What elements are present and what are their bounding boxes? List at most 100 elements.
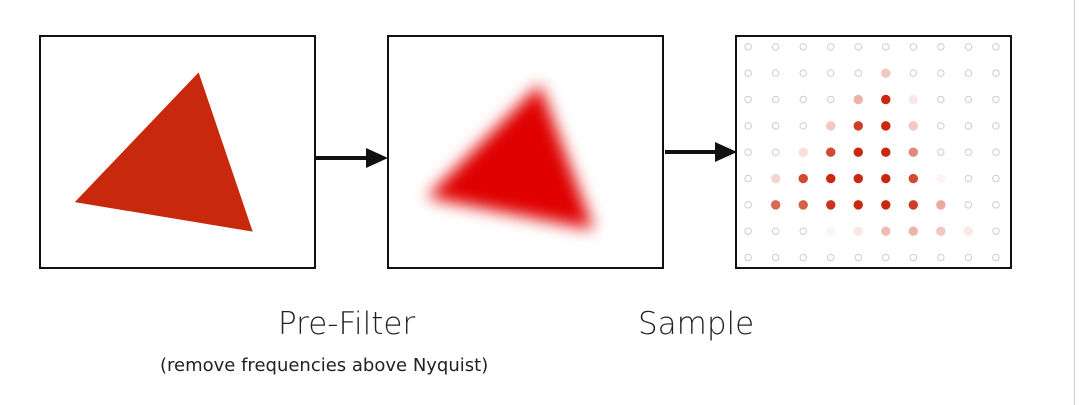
empty-sample-point — [964, 174, 973, 183]
empty-sample-point — [854, 69, 862, 77]
empty-sample-point — [992, 201, 1000, 209]
empty-sample-point — [827, 95, 835, 104]
empty-sample-point — [937, 148, 945, 156]
empty-sample-point — [744, 43, 752, 51]
empty-sample-point — [964, 148, 973, 156]
empty-sample-point — [799, 69, 807, 77]
sample-dot — [881, 173, 891, 184]
empty-sample-point — [799, 122, 807, 130]
empty-sample-point — [744, 174, 752, 183]
sample-dot — [881, 121, 891, 131]
sample-dot — [826, 173, 836, 184]
empty-sample-point — [964, 122, 973, 130]
empty-sample-point — [937, 95, 945, 104]
sampled-grid-panel — [735, 35, 1012, 269]
sample-dot — [908, 200, 919, 210]
original-triangle-figure — [74, 72, 253, 232]
empty-sample-point — [964, 95, 973, 104]
sample-dot — [826, 200, 836, 210]
empty-sample-point — [799, 43, 807, 51]
sample-dot — [826, 226, 836, 236]
sample-dot — [908, 121, 919, 131]
sample-dot — [881, 94, 891, 105]
original-triangle-panel — [39, 35, 316, 269]
empty-sample-point — [744, 227, 752, 235]
sample-dot — [936, 173, 946, 184]
sample-dot — [881, 68, 891, 78]
sample-dot — [963, 226, 974, 236]
empty-sample-point — [771, 227, 780, 235]
sample-dot — [881, 147, 891, 157]
empty-sample-point — [937, 122, 945, 130]
empty-sample-point — [827, 253, 835, 262]
sample-dot — [853, 200, 863, 210]
empty-sample-point — [771, 148, 780, 156]
red-triangle — [74, 72, 253, 232]
empty-sample-point — [854, 253, 862, 262]
empty-sample-point — [882, 43, 890, 51]
sample-dot — [908, 94, 919, 105]
empty-sample-point — [964, 253, 973, 262]
sample-dot — [798, 200, 808, 210]
sample-grid-figure — [744, 43, 1000, 262]
empty-sample-point — [771, 122, 780, 130]
empty-sample-point — [992, 227, 1000, 235]
sample-dot — [936, 226, 946, 236]
empty-sample-point — [744, 253, 752, 262]
empty-sample-point — [771, 253, 780, 262]
sample-dot — [853, 147, 863, 157]
empty-sample-point — [744, 69, 752, 77]
sample-dot — [770, 200, 781, 210]
empty-sample-point — [771, 43, 780, 51]
blurred-triangle — [426, 84, 594, 230]
empty-sample-point — [799, 253, 807, 262]
empty-sample-point — [992, 95, 1000, 104]
empty-sample-point — [937, 69, 945, 77]
sample-dot — [770, 173, 781, 184]
sample-dot — [908, 173, 919, 184]
sample-dot — [908, 147, 919, 157]
prefilter-note: (remove frequencies above Nyquist) — [160, 355, 489, 376]
empty-sample-point — [827, 69, 835, 77]
empty-sample-point — [799, 95, 807, 104]
empty-sample-point — [992, 43, 1000, 51]
empty-sample-point — [964, 43, 973, 51]
sample-dot — [798, 147, 808, 157]
sample-dot — [936, 200, 946, 210]
empty-sample-point — [744, 201, 752, 209]
empty-sample-point — [882, 253, 890, 262]
empty-sample-point — [827, 43, 835, 51]
blurred-triangle-figure — [426, 84, 594, 230]
sample-dot — [826, 147, 836, 157]
empty-sample-point — [992, 122, 1000, 130]
prefiltered-triangle-panel — [387, 35, 664, 269]
sample-dot — [798, 173, 808, 184]
sample-dot — [853, 226, 863, 236]
empty-sample-point — [937, 253, 945, 262]
empty-sample-point — [909, 43, 918, 51]
sample-dot — [908, 226, 919, 236]
empty-sample-point — [744, 148, 752, 156]
empty-sample-point — [854, 43, 862, 51]
sample-caption: Sample — [638, 306, 755, 342]
empty-sample-point — [964, 201, 973, 209]
empty-sample-point — [964, 69, 973, 77]
sample-dot — [826, 121, 836, 131]
empty-sample-point — [992, 174, 1000, 183]
page-edge-divider — [1074, 0, 1075, 405]
sample-dot — [853, 121, 863, 131]
sample-dot — [853, 94, 863, 105]
empty-sample-point — [771, 95, 780, 104]
empty-sample-point — [909, 69, 918, 77]
empty-sample-point — [744, 122, 752, 130]
sample-dot — [881, 200, 891, 210]
prefilter-caption: Pre-Filter — [278, 306, 416, 342]
empty-sample-point — [937, 43, 945, 51]
empty-sample-point — [771, 69, 780, 77]
arrow-right-icon — [316, 148, 388, 168]
empty-sample-point — [799, 227, 807, 235]
empty-sample-point — [992, 253, 1000, 262]
empty-sample-point — [744, 95, 752, 104]
empty-sample-point — [909, 253, 918, 262]
arrow-right-icon — [665, 142, 737, 162]
